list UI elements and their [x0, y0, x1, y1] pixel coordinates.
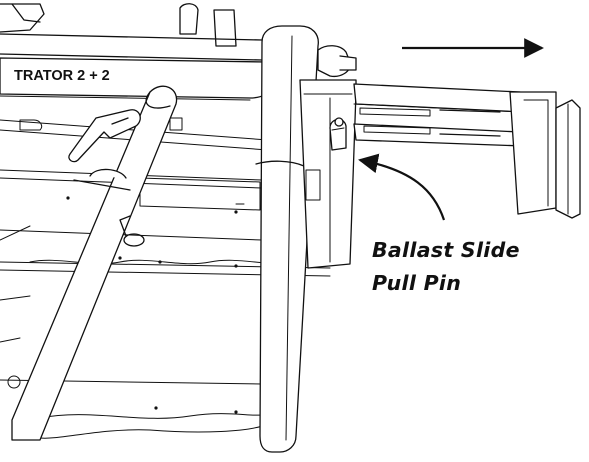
- lower-pin-ring: [119, 215, 145, 247]
- callout-leader-arrow: [358, 153, 446, 221]
- callout-line-2: Pull Pin: [372, 271, 462, 295]
- callout-label: Ballast Slide Pull Pin: [372, 234, 520, 300]
- handle-grip: [68, 109, 141, 163]
- lower-left-fragments: [0, 225, 31, 389]
- top-roll-fragments: [0, 3, 271, 61]
- pull-pin: [329, 117, 347, 151]
- diagonal-tube: [11, 85, 178, 441]
- model-decal: TRATOR 2 + 2: [14, 68, 110, 84]
- ballast-slide-rails: [353, 83, 525, 147]
- callout-line-1: Ballast Slide: [372, 238, 520, 262]
- ballast-end-bracket: [509, 91, 581, 219]
